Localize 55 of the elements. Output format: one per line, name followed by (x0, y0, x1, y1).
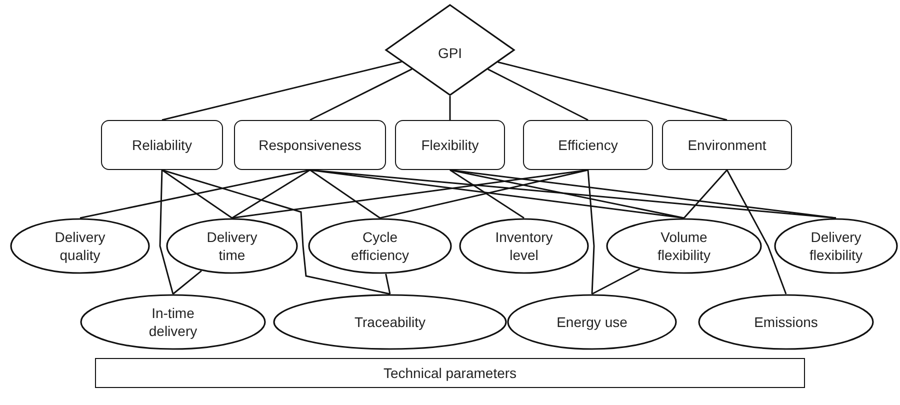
node-label: Delivery time (206, 228, 258, 264)
connector-line (232, 169, 310, 219)
connector-line (385, 274, 391, 294)
indicator-ellipse (273, 294, 507, 350)
criterion-box (234, 120, 386, 170)
indicator-ellipse (507, 294, 677, 350)
criterion-box (662, 120, 792, 170)
indicator-ellipse (10, 218, 150, 274)
connector-line (498, 61, 728, 121)
goal-diamond (385, 4, 515, 96)
node-label: Flexibility (421, 136, 479, 154)
node-label: Energy use (556, 312, 628, 332)
node-label: Delivery flexibility (808, 228, 864, 264)
criterion-box (101, 120, 223, 170)
connector-line (683, 170, 728, 218)
connector-line (380, 169, 588, 219)
node-label: In-time delivery (148, 304, 198, 340)
connector-line (726, 170, 787, 294)
connector-line (592, 268, 640, 295)
connector-line (587, 170, 595, 294)
connector-line (450, 169, 524, 219)
connector-line (80, 169, 310, 219)
node-label: Efficiency (558, 136, 618, 154)
node-label: Traceability (354, 312, 426, 332)
connector-line (449, 96, 451, 120)
node-label: Cycle efficiency (350, 228, 410, 264)
connector-line (310, 68, 412, 121)
connector-line (310, 169, 380, 219)
node-label: Responsiveness (258, 136, 362, 154)
node-label: Volume flexibility (656, 228, 712, 264)
parameter-bar (95, 358, 805, 388)
indicator-ellipse (774, 218, 898, 274)
indicator-ellipse (308, 218, 452, 274)
connector-line (159, 170, 174, 294)
indicator-ellipse (606, 218, 762, 274)
node-label: Delivery quality (54, 228, 106, 264)
node-label: Reliability (132, 136, 192, 154)
indicator-ellipse (166, 218, 298, 274)
connector-line (162, 169, 232, 219)
indicator-ellipse (459, 218, 589, 274)
indicator-ellipse (80, 294, 266, 350)
connector-line (450, 169, 684, 219)
node-label: Emissions (754, 312, 818, 332)
connector-line (450, 169, 836, 219)
node-label: Inventory level (494, 228, 554, 264)
connector-line (162, 61, 402, 121)
node-label: GPI (438, 44, 462, 62)
criterion-box (395, 120, 505, 170)
connector-line (488, 68, 588, 121)
criterion-box (523, 120, 653, 170)
connector-line (172, 270, 202, 295)
indicator-ellipse (698, 294, 874, 350)
node-label: Technical parameters (383, 364, 517, 382)
connector-line (162, 169, 390, 295)
node-label: Environment (688, 136, 766, 154)
